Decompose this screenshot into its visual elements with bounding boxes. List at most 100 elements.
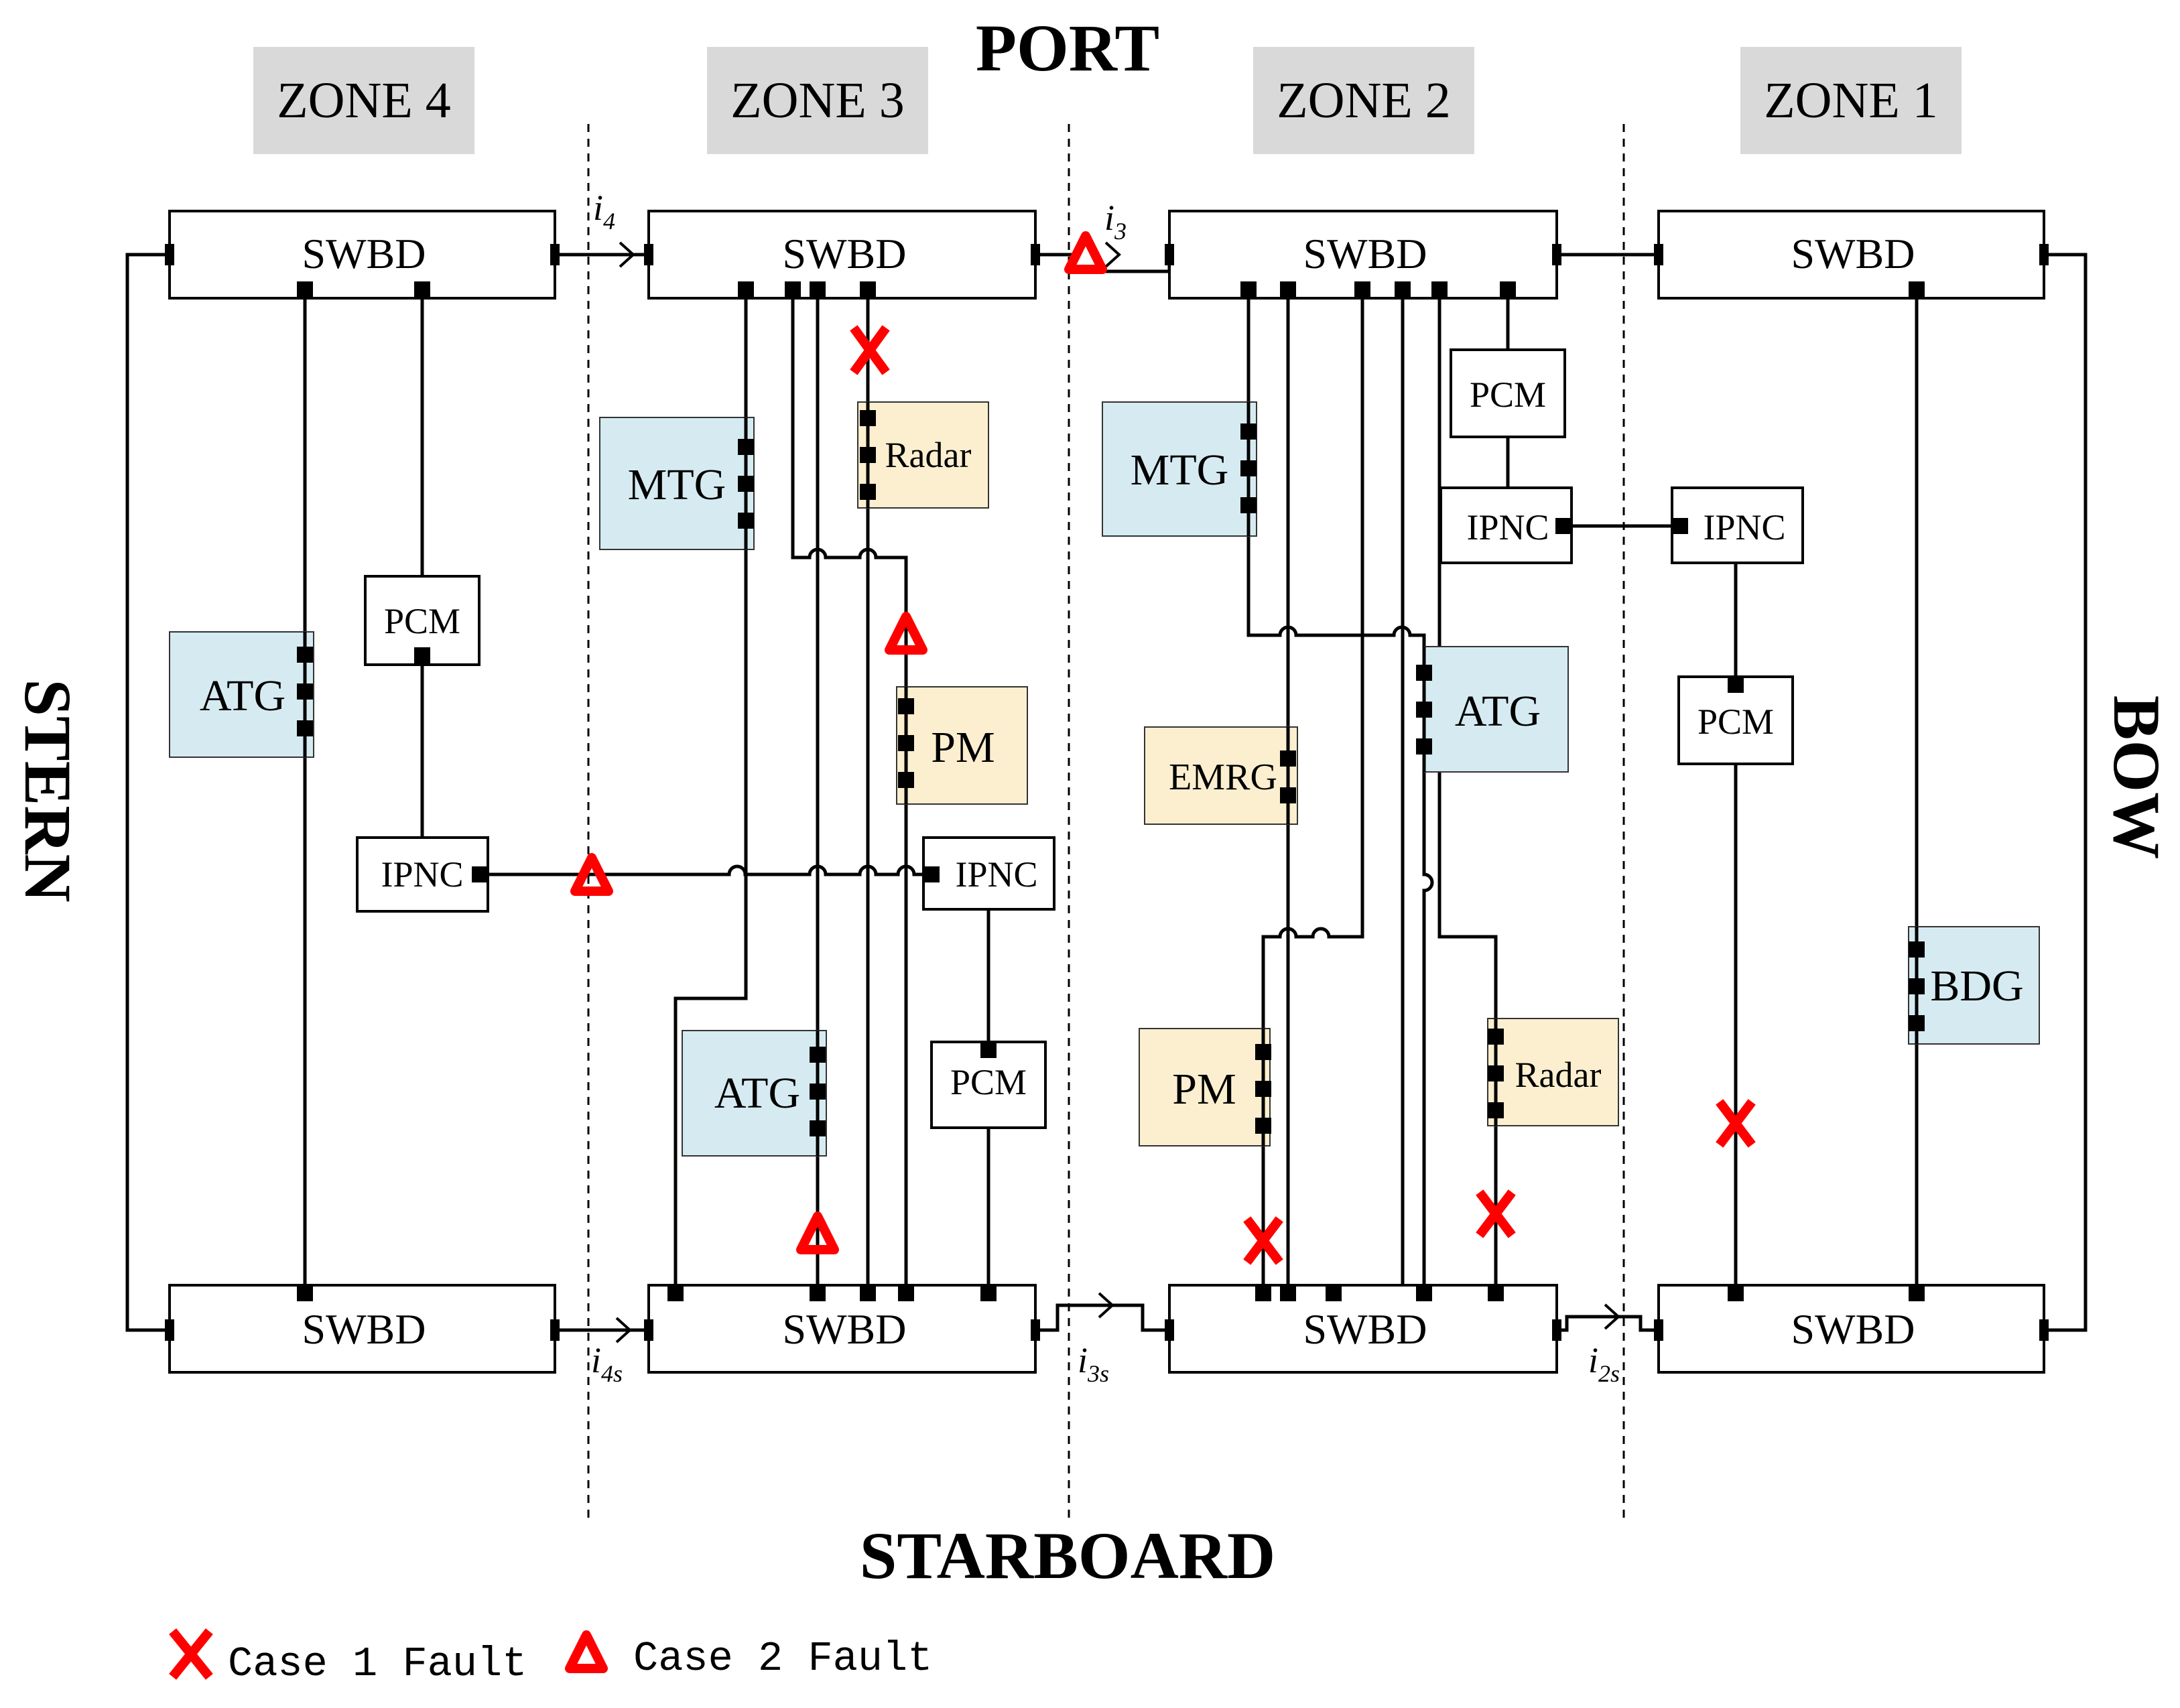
arrow-i2s xyxy=(1604,1303,1620,1330)
legend-case2-icon xyxy=(565,1630,608,1673)
current-arrows xyxy=(615,241,1620,1343)
z2-pm-box xyxy=(1139,1028,1271,1146)
zone-4-header xyxy=(253,47,474,154)
z3-pm-feed xyxy=(791,289,908,1293)
swbd-z1-top-label: SWBD xyxy=(1791,230,1915,277)
arrow-i4 xyxy=(619,241,635,268)
bus-bottom-z2-z1 xyxy=(1557,1315,1659,1332)
z1-bdg-label: BDG xyxy=(1930,962,2023,1010)
zone-3-label: ZONE 3 xyxy=(730,72,905,129)
z2-radar-feed xyxy=(1437,289,1498,1293)
arrow-i4s xyxy=(615,1317,632,1343)
case1-fault-z3-radar xyxy=(850,325,890,375)
stern-loop xyxy=(125,253,170,1332)
current-labels: i4 i3 i4s i3s i2s xyxy=(591,188,1620,1387)
case2-fault-z3-atg xyxy=(796,1211,839,1254)
swbd-z3-bottom xyxy=(647,1284,1037,1374)
z2-emrg-label: EMRG xyxy=(1169,757,1277,798)
current-i3: i3 xyxy=(1104,198,1127,245)
stern-label: STERN xyxy=(11,679,85,902)
case1-fault-z2-pm xyxy=(1243,1216,1283,1265)
z2-pm-label: PM xyxy=(1172,1065,1236,1114)
z2-atg-box xyxy=(1423,646,1569,773)
zone-headers: ZONE 4 ZONE 3 ZONE 2 ZONE 1 xyxy=(253,47,1962,154)
swbd-z1-bottom-label: SWBD xyxy=(1791,1305,1915,1353)
z3-pm-box xyxy=(896,686,1028,805)
z2-emrg-box xyxy=(1144,726,1298,825)
case1-fault-z1-pcm xyxy=(1716,1099,1756,1148)
terminals xyxy=(165,244,2049,1341)
z3-pm-label: PM xyxy=(931,723,995,772)
z3-atg-box xyxy=(682,1030,827,1157)
z3-radar-label: Radar xyxy=(885,435,972,475)
legend: Case 1 Fault Case 2 Fault xyxy=(169,1628,932,1688)
case1-fault-z2-radar xyxy=(1476,1189,1516,1238)
case1-fault-markers xyxy=(850,325,1756,1265)
zone-1-header xyxy=(1740,47,1962,154)
case2-fault-bus-z3-z2 xyxy=(1064,231,1107,274)
z2-pcm-label: PCM xyxy=(1470,375,1546,415)
z1-ipnc-box xyxy=(1671,486,1804,564)
wiring xyxy=(125,253,2088,1332)
z2-mtg-box xyxy=(1102,401,1257,537)
z1-ipnc-label: IPNC xyxy=(1703,507,1785,547)
z4-pcm-label: PCM xyxy=(384,601,460,641)
z3-radar-box xyxy=(857,401,989,509)
swbd-z2-top-label: SWBD xyxy=(1303,230,1427,277)
z4-ipnc-label: IPNC xyxy=(381,854,463,895)
z4-ipnc-box xyxy=(356,836,489,913)
z2-atg-label: ATG xyxy=(1455,687,1541,736)
zone-3-header xyxy=(707,47,928,154)
z3-mtg-feed xyxy=(674,289,748,1293)
bus-boxes xyxy=(168,210,2045,1374)
swbd-z1-bottom xyxy=(1657,1284,2045,1374)
z3-ipnc-label: IPNC xyxy=(955,854,1037,895)
ipnc-comm-z4-z3 xyxy=(488,864,923,876)
z2-pm-feed xyxy=(1261,289,1364,1293)
arrow-i3 xyxy=(1104,241,1121,268)
z3-ipnc-box xyxy=(922,836,1055,911)
arrow-i3s xyxy=(1098,1292,1114,1319)
z3-mtg-box xyxy=(599,417,755,550)
starboard-label: STARBOARD xyxy=(860,1518,1275,1593)
swbd-z3-top xyxy=(647,210,1037,300)
bow-loop xyxy=(2044,253,2088,1332)
z3-mtg-label: MTG xyxy=(628,460,726,509)
component-labels: SWBD SWBD SWBD SWBD SWBD SWBD SWBD SWBD … xyxy=(200,230,2024,1353)
swbd-z4-bottom-label: SWBD xyxy=(302,1305,426,1353)
swbd-z4-top-label: SWBD xyxy=(302,230,426,277)
case2-fault-markers xyxy=(570,231,1107,1254)
swbd-z2-bottom-label: SWBD xyxy=(1303,1305,1427,1353)
swbd-z4-top xyxy=(168,210,556,300)
z2-pcm-box xyxy=(1450,348,1566,438)
z1-bdg-box xyxy=(1908,926,2040,1045)
case2-fault-z3-pm xyxy=(885,612,927,655)
case2-fault-ipnc-line xyxy=(570,853,613,896)
z1-pcm-label: PCM xyxy=(1697,702,1774,742)
z3-pcm-label: PCM xyxy=(950,1062,1027,1102)
bus-bottom-z3-z2 xyxy=(1035,1303,1169,1332)
z2-ipnc-label: IPNC xyxy=(1466,507,1549,547)
zone-dividers xyxy=(587,124,1625,1518)
zone-1-label: ZONE 1 xyxy=(1764,72,1938,129)
zone-2-label: ZONE 2 xyxy=(1277,72,1451,129)
z2-mtg-label: MTG xyxy=(1131,446,1229,495)
swbd-z3-top-label: SWBD xyxy=(783,230,907,277)
bow-label: BOW xyxy=(2100,696,2174,859)
current-i4s: i4s xyxy=(591,1340,623,1387)
current-i3s: i3s xyxy=(1078,1340,1109,1387)
zone-4-label: ZONE 4 xyxy=(277,72,451,129)
z4-atg-label: ATG xyxy=(200,671,285,720)
z4-atg-box xyxy=(169,631,314,758)
z2-radar-label: Radar xyxy=(1515,1055,1602,1095)
component-boxes xyxy=(169,401,2040,1157)
z3-atg-label: ATG xyxy=(714,1069,800,1118)
current-i2s: i2s xyxy=(1588,1340,1620,1387)
z2-radar-box xyxy=(1487,1018,1619,1126)
port-label: PORT xyxy=(976,11,1159,85)
current-i4: i4 xyxy=(593,188,615,235)
swbd-z3-bottom-label: SWBD xyxy=(783,1305,907,1353)
legend-case1-icon xyxy=(169,1628,213,1680)
legend-case2-label: Case 2 Fault xyxy=(633,1635,932,1683)
